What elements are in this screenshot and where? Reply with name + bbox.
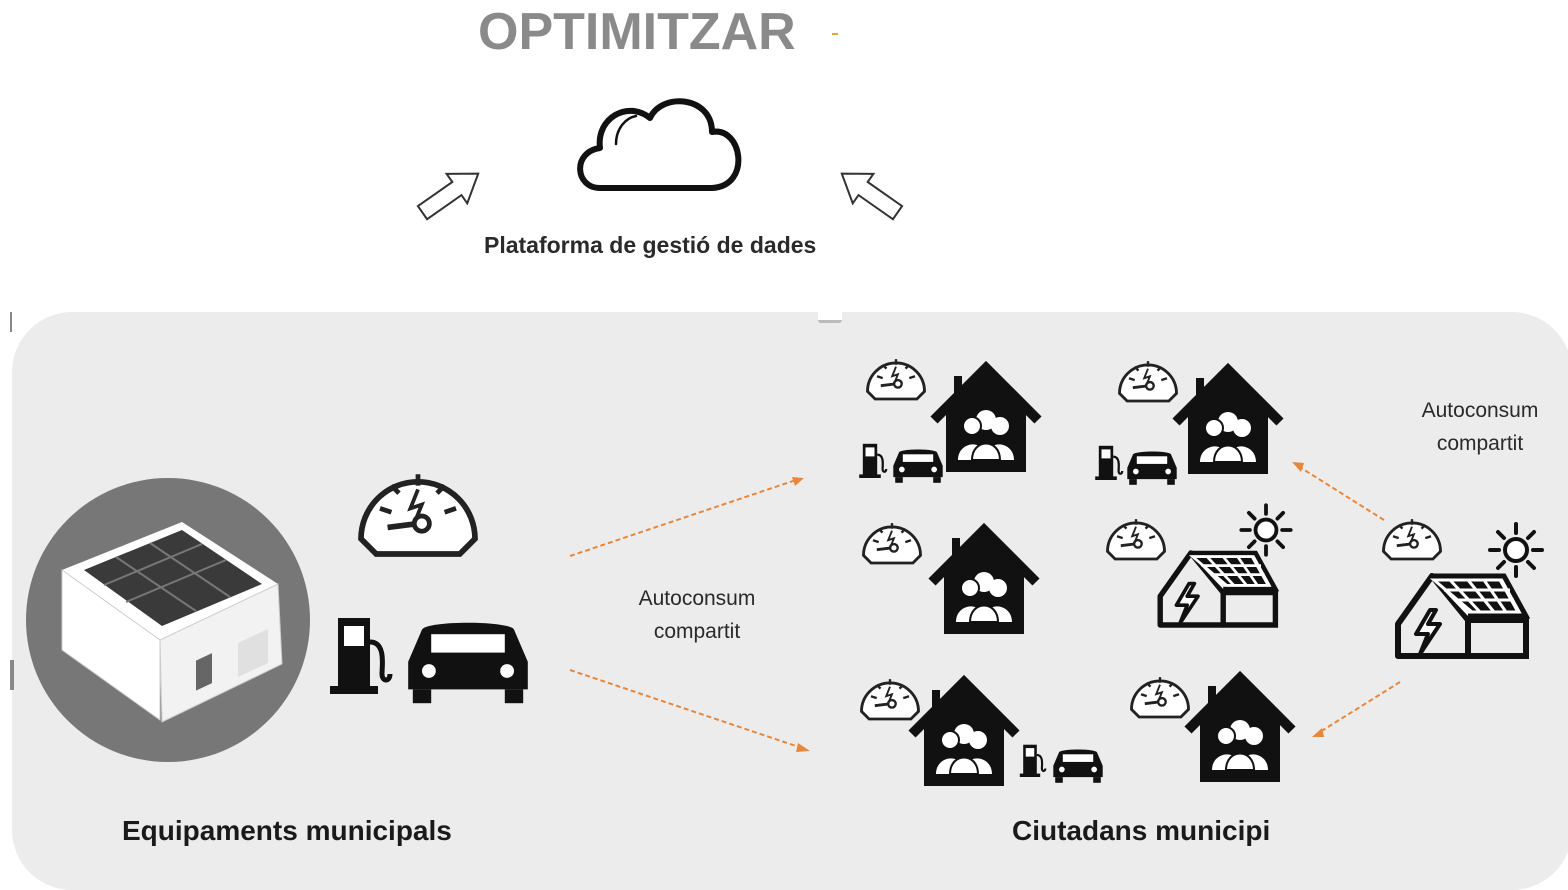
electric-car-icon bbox=[1127, 451, 1177, 485]
house-family-icon bbox=[1176, 370, 1280, 474]
left-group-label: Equipaments municipals bbox=[122, 815, 452, 846]
flow-label-line: Autoconsum bbox=[1421, 399, 1539, 422]
house-family-icon bbox=[932, 530, 1036, 634]
panel-handle bbox=[818, 306, 842, 323]
charging-station-icon bbox=[1018, 743, 1047, 779]
arrow-icon bbox=[416, 172, 480, 221]
energy-meter-icon bbox=[866, 357, 926, 401]
right-group-label: Ciutadans municipi bbox=[1012, 815, 1271, 846]
edge-mark bbox=[10, 660, 14, 690]
edge-mark bbox=[10, 312, 12, 332]
cloud-area bbox=[416, 98, 904, 221]
flow-label-line: compartit bbox=[653, 620, 741, 643]
cloud-icon bbox=[577, 98, 742, 191]
page-title: OPTIMITZAR bbox=[478, 3, 796, 61]
arrow-icon bbox=[840, 172, 904, 221]
arrow-heads bbox=[792, 462, 1324, 752]
flow-label-line: compartit bbox=[1436, 432, 1524, 455]
electric-car-icon bbox=[408, 622, 528, 704]
charging-station-icon bbox=[858, 442, 888, 480]
solar-house-icon bbox=[1160, 553, 1275, 625]
house-family-icon bbox=[1188, 678, 1292, 782]
energy-meter-icon bbox=[361, 474, 475, 554]
energy-meter-icon bbox=[862, 521, 922, 565]
flow-arrows bbox=[569, 465, 1401, 749]
energy-meter-icon bbox=[1118, 359, 1178, 403]
energy-meter-icon bbox=[1130, 675, 1190, 719]
sun-icon bbox=[1239, 503, 1293, 557]
flow-label-middle: Autoconsum compartit bbox=[612, 582, 782, 648]
energy-meter-icon bbox=[1106, 517, 1166, 561]
building-solar-icon bbox=[26, 478, 310, 762]
charging-station-icon bbox=[1094, 444, 1124, 482]
cloud-label: Plataforma de gestió de dades bbox=[484, 232, 817, 258]
flow-label-line: Autoconsum bbox=[638, 587, 756, 610]
electric-car-icon bbox=[893, 449, 943, 483]
energy-meter-icon bbox=[860, 677, 920, 721]
charging-station-icon bbox=[330, 618, 390, 694]
flow-label-right: Autoconsum compartit bbox=[1396, 394, 1564, 460]
energy-meter-icon bbox=[1382, 517, 1442, 561]
house-family-icon bbox=[934, 368, 1038, 472]
sun-icon bbox=[1488, 522, 1544, 578]
solar-house-icon bbox=[1398, 576, 1526, 656]
house-family-icon bbox=[912, 682, 1016, 786]
electric-car-icon bbox=[1053, 749, 1103, 783]
title-accent bbox=[832, 33, 838, 35]
